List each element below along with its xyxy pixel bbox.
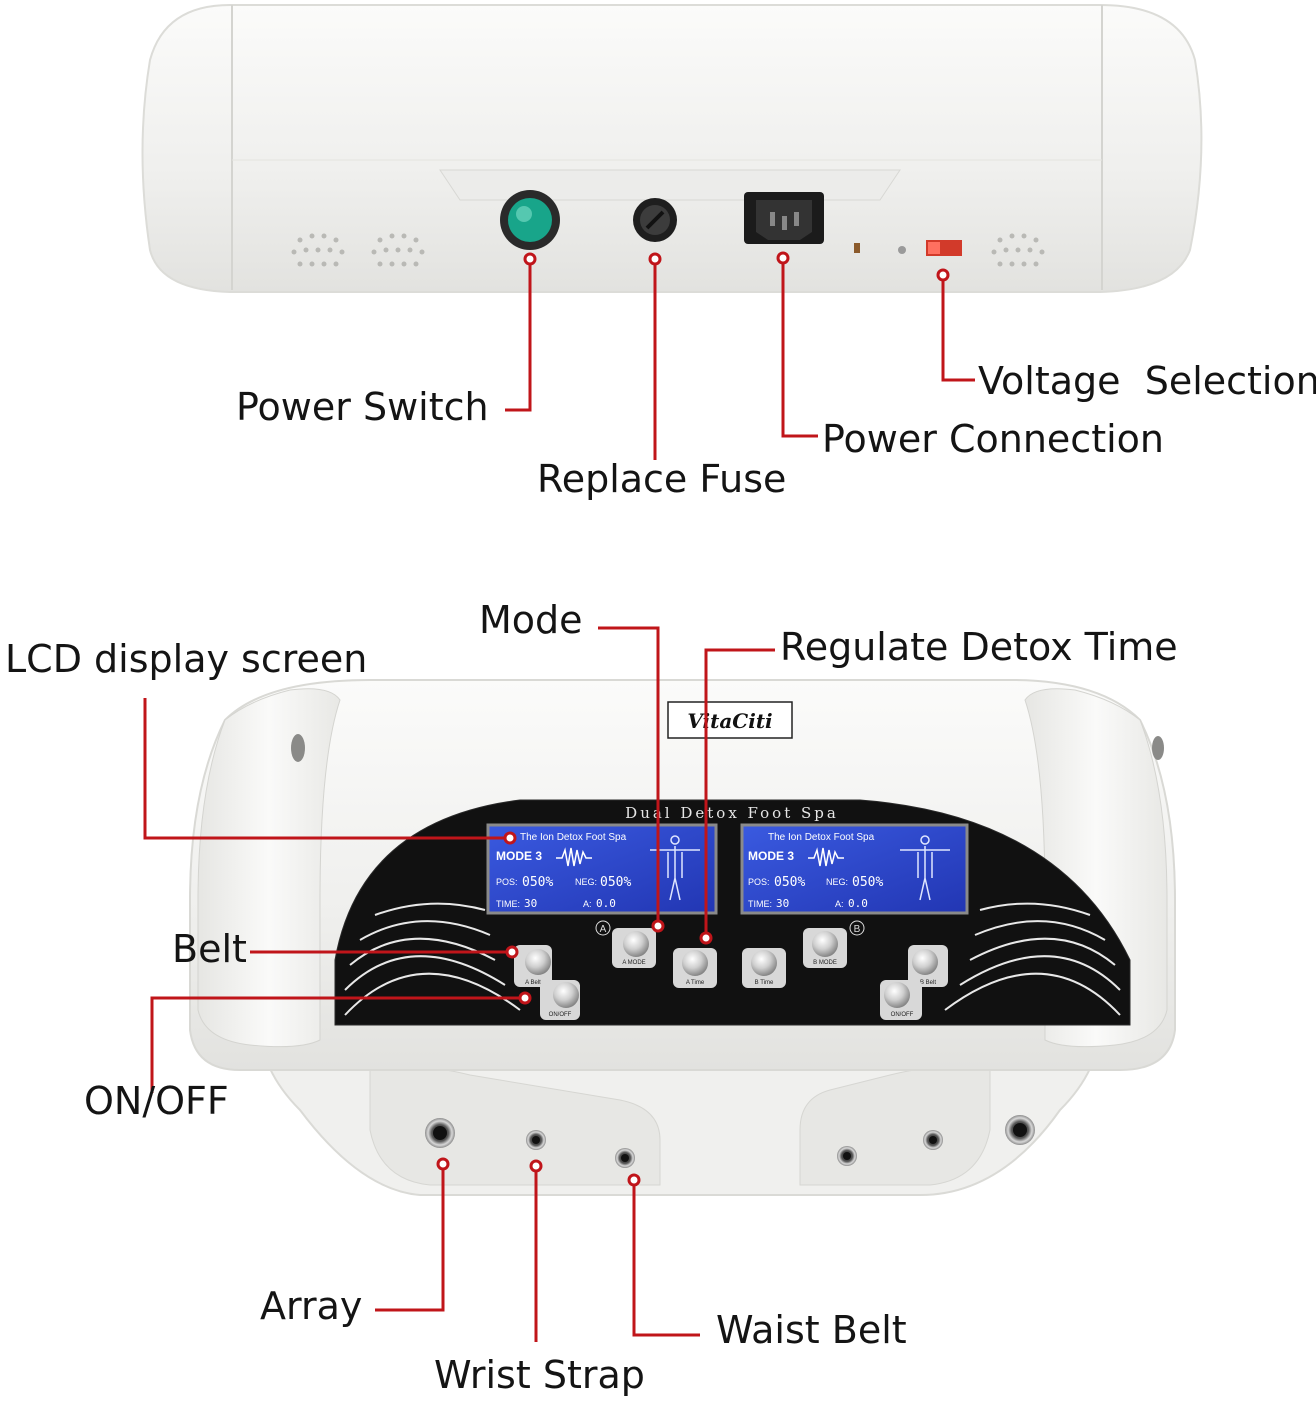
svg-text:050%: 050%: [522, 875, 553, 890]
svg-text:TIME:: TIME:: [748, 899, 772, 909]
power-socket[interactable]: [744, 192, 824, 244]
svg-text:050%: 050%: [600, 875, 631, 890]
svg-text:The Ion Detox Foot Spa: The Ion Detox Foot Spa: [520, 832, 627, 843]
svg-text:NEG:: NEG:: [575, 877, 597, 887]
svg-text:ON/OFF: ON/OFF: [549, 1012, 572, 1018]
callout-belt: Belt: [172, 927, 247, 971]
svg-text:050%: 050%: [852, 875, 883, 890]
callout-mode: Mode: [479, 598, 583, 642]
callout-on-off: ON/OFF: [84, 1079, 229, 1123]
brand-logo: VitaCiti: [667, 701, 793, 739]
svg-text:B Time: B Time: [755, 980, 774, 986]
callout-power-switch: Power Switch: [236, 385, 489, 429]
b-belt-button[interactable]: B Belt: [908, 945, 948, 987]
b-time-button[interactable]: B Time: [742, 948, 786, 988]
array-jack[interactable]: [425, 1118, 455, 1148]
a-on-off-button[interactable]: ON/OFF: [540, 980, 580, 1020]
svg-text:POS:: POS:: [748, 877, 770, 887]
callout-replace-fuse: Replace Fuse: [537, 457, 787, 501]
svg-text:30: 30: [776, 897, 789, 910]
lcd-screen-b: The Ion Detox Foot Spa MODE 3 POS: 050% …: [740, 823, 969, 915]
b-mode-button[interactable]: B MODE: [803, 928, 847, 968]
svg-text:A MODE: A MODE: [622, 960, 645, 966]
waist-belt-jack-b[interactable]: [837, 1146, 857, 1166]
callout-array: Array: [260, 1284, 363, 1328]
svg-text:B Belt: B Belt: [920, 980, 936, 986]
callout-wrist-strap: Wrist Strap: [434, 1353, 645, 1397]
svg-text:NEG:: NEG:: [826, 877, 848, 887]
svg-text:30: 30: [524, 897, 537, 910]
svg-text:050%: 050%: [774, 875, 805, 890]
callout-lines: [143, 261, 975, 1342]
svg-text:MODE 3: MODE 3: [748, 849, 794, 863]
svg-text:A Time: A Time: [686, 980, 705, 986]
indicator-slot: [854, 243, 860, 253]
rear-device: [141, 4, 1203, 293]
channel-b-marker: B: [849, 920, 865, 936]
body-figure-icon: [650, 835, 700, 901]
callout-lcd-display-screen: LCD display screen: [5, 637, 368, 681]
screw-icon: [898, 246, 906, 254]
panel-title: Dual Detox Foot Spa: [625, 804, 839, 822]
svg-text:B: B: [854, 924, 861, 935]
svg-text:A:: A:: [583, 899, 592, 909]
wrist-strap-jack[interactable]: [526, 1130, 546, 1150]
svg-text:A: A: [600, 924, 607, 935]
callout-waist-belt: Waist Belt: [716, 1308, 907, 1352]
waist-belt-jack[interactable]: [615, 1148, 635, 1168]
svg-text:A Belt: A Belt: [525, 980, 541, 986]
svg-text:A:: A:: [835, 899, 844, 909]
svg-text:POS:: POS:: [496, 877, 518, 887]
svg-text:VitaCiti: VitaCiti: [687, 709, 772, 733]
lcd-screen-a: The Ion Detox Foot Spa MODE 3 POS: 050% …: [486, 823, 718, 915]
b-on-off-button[interactable]: ON/OFF: [880, 980, 922, 1020]
speaker-grille-left: [291, 233, 345, 267]
power-switch[interactable]: [500, 190, 560, 250]
channel-a-marker: A: [595, 920, 611, 936]
body-figure-icon: [900, 835, 950, 901]
a-time-button[interactable]: A Time: [673, 948, 717, 988]
front-device: VitaCiti Dual Detox Foot Spa The Ion Det…: [189, 679, 1176, 1196]
a-mode-button[interactable]: A MODE: [612, 928, 656, 968]
wrist-strap-jack-b[interactable]: [923, 1130, 943, 1150]
speaker-grille-right: [991, 233, 1045, 267]
voltage-selector[interactable]: [926, 240, 962, 256]
a-belt-button[interactable]: A Belt: [514, 945, 552, 987]
callout-markers: [436, 251, 950, 1187]
svg-text:ON/OFF: ON/OFF: [891, 1012, 914, 1018]
speaker-grille-middle: [371, 233, 425, 267]
svg-text:B MODE: B MODE: [813, 960, 837, 966]
callout-voltage-selection: Voltage Selection: [978, 359, 1316, 403]
panel-decoration-right: [944, 902, 1121, 1016]
callout-power-connection: Power Connection: [822, 417, 1164, 461]
svg-text:MODE 3: MODE 3: [496, 849, 542, 863]
callout-regulate-detox-time: Regulate Detox Time: [780, 625, 1178, 669]
svg-text:The Ion Detox Foot Spa: The Ion Detox Foot Spa: [768, 832, 875, 843]
fuse-holder[interactable]: [633, 198, 677, 242]
svg-text:TIME:: TIME:: [496, 899, 520, 909]
array-jack-b[interactable]: [1005, 1115, 1035, 1145]
svg-text:0.0: 0.0: [596, 897, 616, 910]
svg-text:0.0: 0.0: [848, 897, 868, 910]
